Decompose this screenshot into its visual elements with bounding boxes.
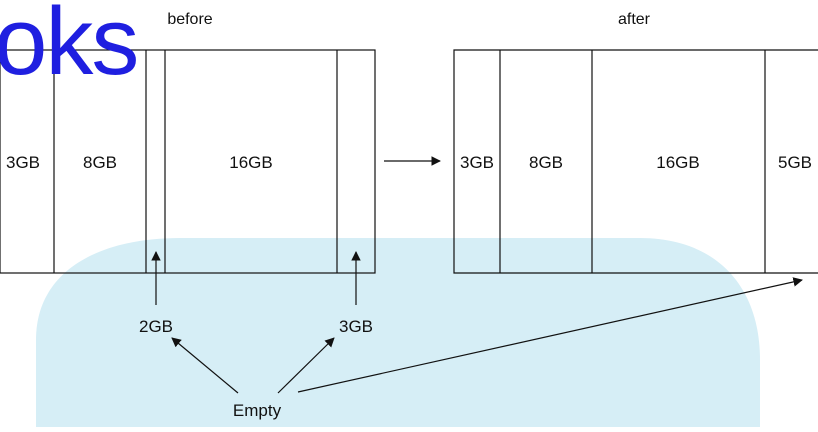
watermark-logo: oks <box>0 0 139 95</box>
after-segment-label: 3GB <box>460 153 494 172</box>
after-disk-outline <box>453 49 818 274</box>
before-segment-label: 3GB <box>6 153 40 172</box>
before-segment-label: 16GB <box>229 153 272 172</box>
empty-to-gap-a-arrow <box>171 337 239 394</box>
after-title: after <box>618 11 651 28</box>
empty-label: Empty <box>233 401 282 420</box>
before-disk <box>0 49 376 274</box>
before-title: before <box>167 11 212 28</box>
after-disk <box>453 49 818 274</box>
after-segment-label: 16GB <box>656 153 699 172</box>
after-segment-label: 5GB <box>778 153 812 172</box>
gap-b-label: 3GB <box>339 317 373 336</box>
empty-to-gap-b-arrow <box>277 337 335 394</box>
before-disk-outline <box>0 49 376 274</box>
gap-a-label: 2GB <box>139 317 173 336</box>
before-segment-label: 8GB <box>83 153 117 172</box>
after-segment-label: 8GB <box>529 153 563 172</box>
highlight-background-shape <box>36 238 760 427</box>
empty-to-free-space-arrow <box>297 277 803 393</box>
